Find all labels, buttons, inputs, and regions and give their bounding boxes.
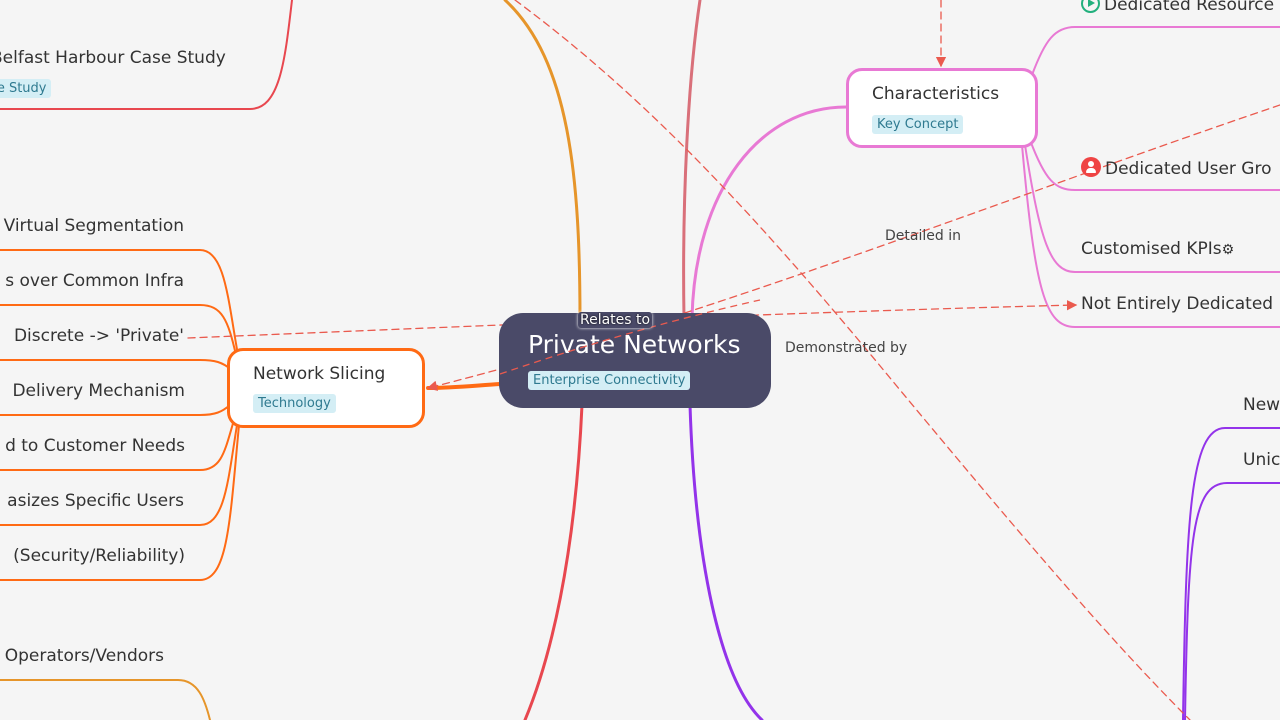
node-characteristics-title: Characteristics bbox=[872, 84, 1000, 104]
node-characteristics[interactable]: Characteristics Key Concept bbox=[846, 68, 1038, 148]
node-characteristics-tag: Key Concept bbox=[872, 115, 964, 134]
right-child[interactable]: Unic bbox=[1243, 450, 1280, 470]
label-demonstrated-by: Demonstrated by bbox=[785, 340, 908, 356]
slicing-child[interactable]: Discrete -> 'Private' bbox=[13, 326, 184, 346]
gear-icon: ⚙ bbox=[1221, 242, 1235, 258]
slicing-child[interactable]: (Security/Reliability) bbox=[13, 546, 185, 566]
user-circle-icon bbox=[1081, 157, 1101, 177]
branch-pink bbox=[690, 105, 848, 320]
slicing-child[interactable]: d to Customer Needs bbox=[5, 436, 185, 456]
slicing-child[interactable]: asizes Specific Users bbox=[7, 491, 184, 511]
characteristics-child[interactable]: Dedicated Resource bbox=[1081, 0, 1274, 15]
branch-red bbox=[523, 403, 584, 720]
child-label: Dedicated User Gro bbox=[1105, 159, 1272, 179]
branch-brick bbox=[682, 0, 702, 320]
left-bottom-node[interactable]: Operators/Vendors bbox=[4, 646, 164, 666]
branch-purple bbox=[688, 403, 764, 720]
node-network-slicing-title: Network Slicing bbox=[253, 364, 386, 384]
child-label: Dedicated Resource bbox=[1104, 0, 1275, 15]
characteristics-child[interactable]: Dedicated User Gro bbox=[1081, 157, 1272, 179]
right-child[interactable]: New bbox=[1243, 395, 1280, 415]
characteristics-child[interactable]: Customised KPIs⚙ bbox=[1081, 239, 1234, 259]
play-circle-icon bbox=[1081, 0, 1100, 13]
node-network-slicing-tag: Technology bbox=[253, 394, 336, 413]
slicing-child[interactable]: s over Common Infra bbox=[5, 271, 184, 291]
central-tag: Enterprise Connectivity bbox=[528, 371, 691, 390]
slicing-child[interactable]: Virtual Segmentation bbox=[3, 216, 184, 236]
child-label: Customised KPIs bbox=[1081, 239, 1222, 259]
node-belfast-tag: Case Study bbox=[0, 79, 52, 98]
node-belfast-title[interactable]: Belfast Harbour Case Study bbox=[0, 48, 226, 68]
central-title: Private Networks bbox=[528, 330, 741, 359]
characteristics-child[interactable]: Not Entirely Dedicated bbox=[1081, 294, 1274, 314]
label-detailed-in: Detailed in bbox=[885, 228, 961, 244]
label-relates-to: Relates to bbox=[578, 312, 653, 328]
branch-gold bbox=[503, 0, 582, 322]
node-network-slicing[interactable]: Network Slicing Technology bbox=[227, 348, 425, 428]
branch-orange bbox=[426, 382, 502, 390]
relation-demonstrated-by bbox=[514, 0, 1191, 720]
slicing-child[interactable]: Delivery Mechanism bbox=[12, 381, 185, 401]
